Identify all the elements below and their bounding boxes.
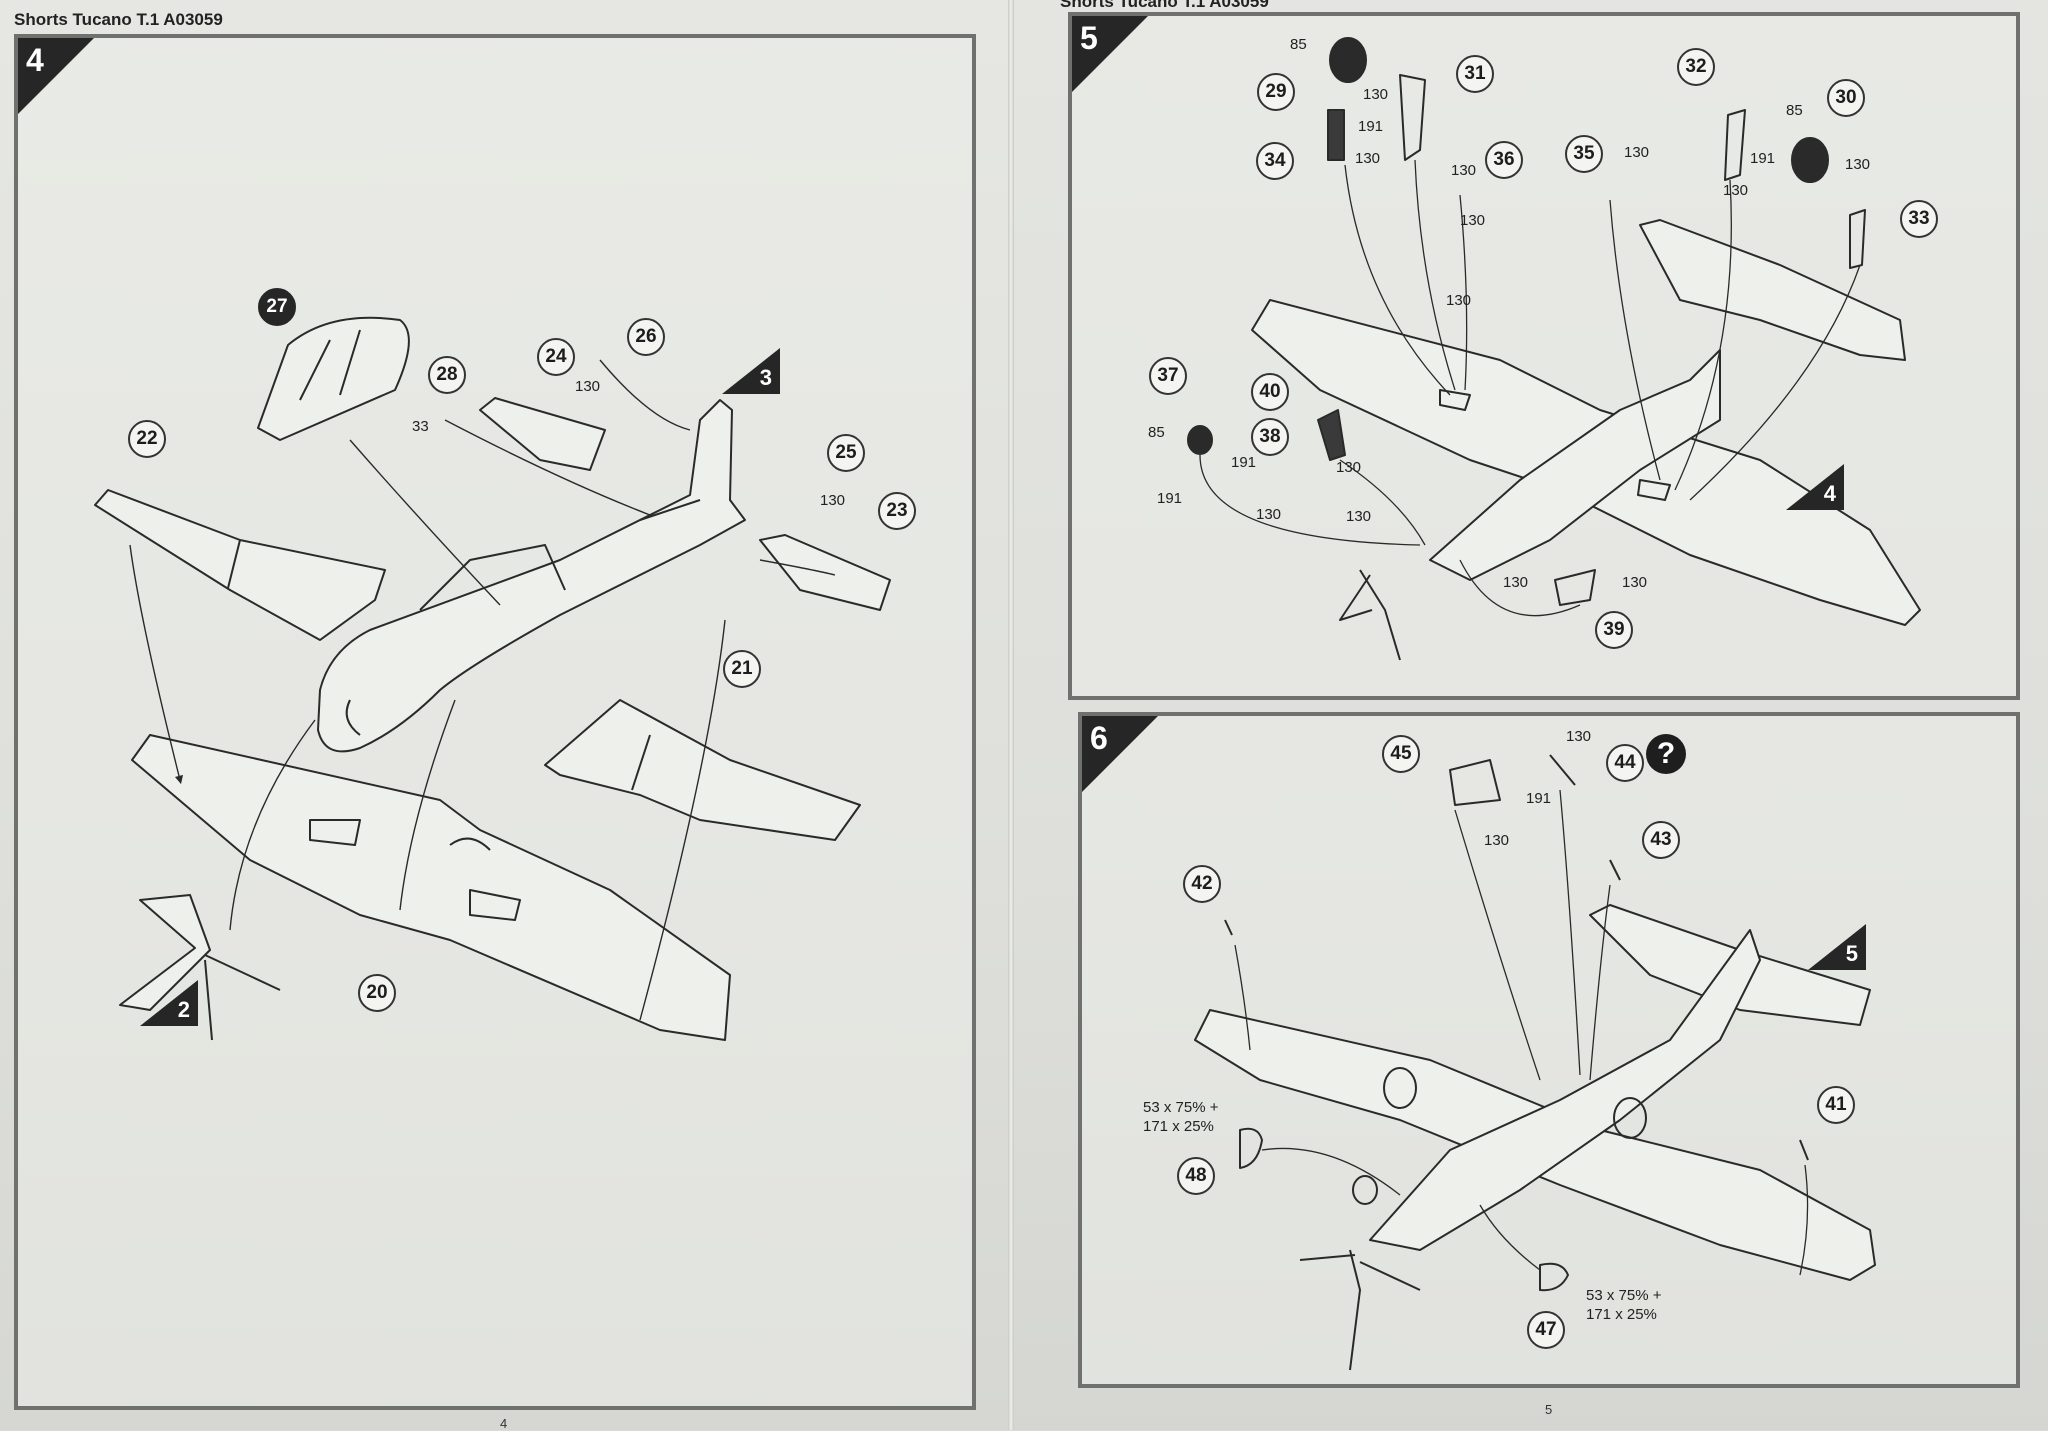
step6-parts-drawing (1224, 754, 1809, 1292)
part-callout: 28 (428, 356, 466, 394)
part-callout: 35 (1565, 135, 1603, 173)
part-callout: 21 (723, 650, 761, 688)
paint-code: 191 (1231, 454, 1257, 471)
part-callout: 27 (258, 288, 296, 326)
part-callout: 36 (1485, 141, 1523, 179)
ref-flag-step2: 2 (140, 980, 198, 1026)
paint-code: 85 (1786, 102, 1803, 119)
part-callout: 25 (827, 434, 865, 472)
paint-code: 191 (1526, 790, 1552, 807)
part-callout: 41 (1817, 1086, 1855, 1124)
paint-code: 130 (1484, 832, 1510, 849)
paint-code: 130 (1336, 459, 1362, 476)
part-callout: 45 (1382, 735, 1420, 773)
paint-code: 130 (1566, 728, 1592, 745)
part-callout: 22 (128, 420, 166, 458)
part-callout: 29 (1257, 73, 1295, 111)
paint-mix-note: 53 x 75% +171 x 25% (1143, 1099, 1219, 1135)
page-fold (1008, 0, 1014, 1430)
paint-code: 130 (820, 492, 846, 509)
help-question-icon: ? (1646, 734, 1686, 774)
part-callout: 33 (1900, 200, 1938, 238)
paint-code: 130 (1355, 150, 1381, 167)
part-callout: 34 (1256, 142, 1294, 180)
paint-code: 191 (1750, 150, 1776, 167)
step-number: 4 (26, 42, 44, 78)
part-callout: 48 (1177, 1157, 1215, 1195)
part-callout: 30 (1827, 79, 1865, 117)
part-callout: 32 (1677, 48, 1715, 86)
part-callout: 42 (1183, 865, 1221, 903)
part-callout: 39 (1595, 611, 1633, 649)
paint-code: 130 (1363, 86, 1389, 103)
part-callout: 40 (1251, 373, 1289, 411)
step-badge (18, 38, 94, 114)
paint-code: 33 (412, 418, 429, 435)
part-callout: 26 (627, 318, 665, 356)
ref-flag-step3: 3 (722, 348, 780, 394)
fuselage-drawing (317, 399, 746, 753)
right-wing-drawing (544, 699, 861, 841)
paint-code: 130 (575, 378, 601, 395)
part-callout: 43 (1642, 821, 1680, 859)
part-callout: 47 (1527, 1311, 1565, 1349)
ref-flag-step4: 4 (1786, 464, 1844, 510)
step-number: 5 (1080, 20, 1098, 56)
step5-aircraft-drawing (1251, 219, 1921, 661)
paint-code: 85 (1290, 36, 1307, 53)
left-page-title: Shorts Tucano T.1 A03059 (14, 10, 223, 29)
paint-code: 130 (1460, 212, 1486, 229)
part-callout: 37 (1149, 357, 1187, 395)
right-page-title: Shorts Tucano T.1 A03059 (1060, 0, 1269, 11)
paint-code: 130 (1845, 156, 1871, 173)
step-4-panel: 4 (14, 34, 976, 1410)
paint-code: 85 (1148, 424, 1165, 441)
part-callout: 38 (1251, 418, 1289, 456)
page-number: 4 (500, 1416, 508, 1431)
part-callout: 44 (1606, 744, 1644, 782)
ref-flag-step5: 5 (1808, 924, 1866, 970)
paint-mix-note: 53 x 75% +171 x 25% (1586, 1287, 1662, 1323)
step-badge (1072, 16, 1148, 92)
step-badge (1082, 716, 1158, 792)
paint-code: 191 (1358, 118, 1384, 135)
part-callout: 31 (1456, 55, 1494, 93)
part-callout: 23 (878, 492, 916, 530)
paint-code: 130 (1624, 144, 1650, 161)
paint-code: 130 (1503, 574, 1529, 591)
paint-code: 130 (1451, 162, 1477, 179)
lower-wing-drawing (131, 734, 731, 1041)
step6-aircraft-drawing (1194, 904, 1876, 1371)
paint-code: 130 (1622, 574, 1648, 591)
part-callout: 20 (358, 974, 396, 1012)
propeller-drawing-step4 (119, 894, 281, 1041)
page-number: 5 (1545, 1402, 1553, 1417)
step-number: 6 (1090, 720, 1108, 756)
paint-code: 130 (1346, 508, 1372, 525)
paint-code: 130 (1256, 506, 1282, 523)
canopy-drawing (257, 316, 410, 441)
paint-code: 130 (1723, 182, 1749, 199)
left-wing-drawing (94, 489, 386, 641)
step5-parts-drawing (1187, 37, 1866, 606)
part-callout: 24 (537, 338, 575, 376)
paint-code: 130 (1446, 292, 1472, 309)
paint-code: 191 (1157, 490, 1183, 507)
